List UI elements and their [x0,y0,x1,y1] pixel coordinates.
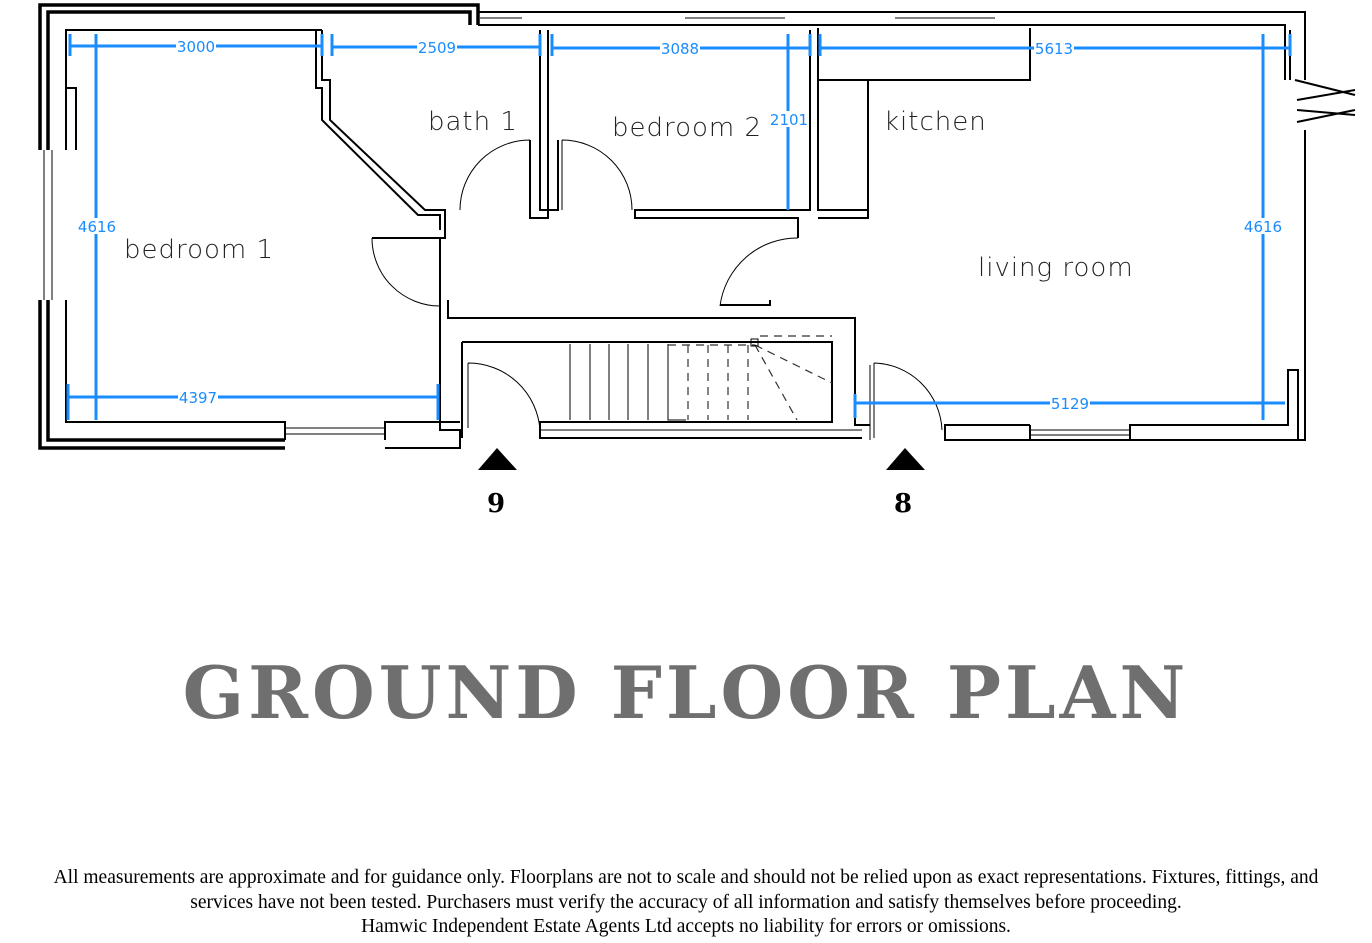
doors [371,139,943,438]
dim-bedroom1-width: 3000 [177,38,215,56]
room-label-living-room: living room [978,253,1134,283]
disclaimer-line: All measurements are approximate and for… [53,867,1319,888]
dimension-lines [66,34,1292,420]
disclaimer-line: Hamwic Independent Estate Agents Ltd acc… [361,916,1011,937]
entrance-arrow-icon [886,448,925,470]
room-label-bath1: bath 1 [428,107,518,137]
room-label-bedroom2: bedroom 2 [612,113,762,143]
dim-living-depth: 4616 [1244,218,1282,236]
entrance-number: 8 [894,489,912,519]
entrance-number: 9 [487,489,505,519]
dim-kitchen-width: 5613 [1035,40,1073,58]
dim-bedroom2-width: 3088 [661,40,699,58]
dim-living-bottom: 5129 [1051,395,1089,413]
disclaimer: All measurements are approximate and for… [0,866,1372,940]
staircase [569,335,833,421]
plan-title: GROUND FLOOR PLAN [182,650,1190,735]
entrance-arrow-icon [478,448,517,470]
outer-walls [38,3,1356,450]
room-label-bedroom1: bedroom 1 [124,235,274,265]
interior-walls [315,28,1031,440]
disclaimer-line: services have not been tested. Purchaser… [190,891,1182,913]
dim-bedroom1-depth: 4616 [78,218,116,236]
dim-bath1-width: 2509 [418,39,456,57]
dimension-labels: 3000 2509 3088 5613 4616 2101 4616 4397 … [77,38,1283,413]
room-label-kitchen: kitchen [884,107,987,137]
dim-bedroom2-depth: 2101 [770,111,808,129]
dim-bedroom1-bottom: 4397 [179,389,217,407]
